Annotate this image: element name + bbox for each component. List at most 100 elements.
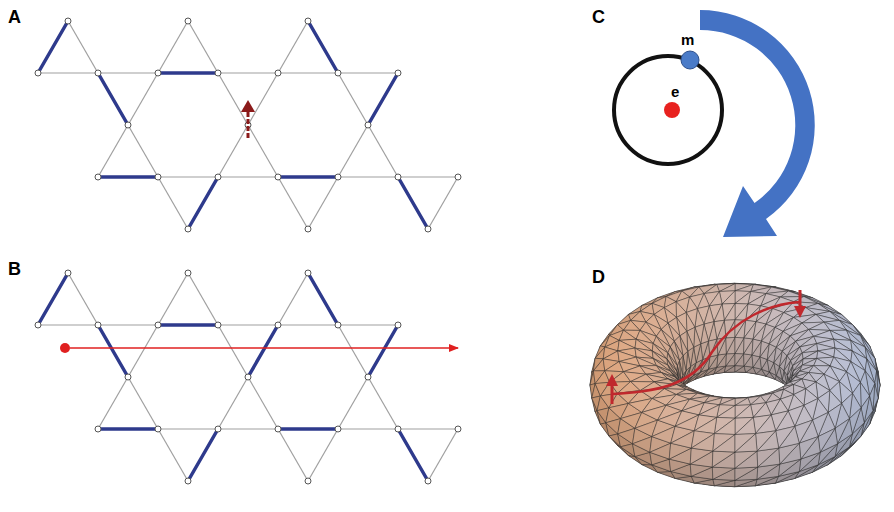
- dimer-bond: [398, 177, 428, 229]
- lattice-bond: [368, 73, 398, 125]
- torus-face: [735, 337, 744, 353]
- torus-face: [719, 284, 735, 292]
- vison-dot: [60, 343, 70, 353]
- torus-face: [735, 451, 757, 468]
- lattice-bond: [338, 324, 398, 325]
- torus-face: [818, 428, 835, 452]
- torus-face: [758, 448, 780, 467]
- torus-face: [714, 418, 735, 434]
- torus-face: [835, 419, 849, 444]
- lattice-bond: [158, 176, 218, 177]
- torus-face: [824, 322, 846, 330]
- torus-face: [619, 330, 636, 340]
- lattice-bond: [68, 21, 98, 73]
- torus-face: [724, 304, 735, 321]
- lattice-bond: [188, 273, 218, 325]
- lattice-site: [275, 426, 281, 432]
- lattice-bond: [338, 73, 368, 125]
- lattice-site: [365, 374, 371, 380]
- lattice-bond: [128, 125, 158, 177]
- lattice-site: [425, 226, 431, 232]
- lattice-site: [185, 478, 191, 484]
- spin-arrow: [611, 384, 614, 404]
- lattice-bond: [398, 429, 428, 481]
- torus-face: [748, 294, 766, 306]
- torus-face: [726, 354, 735, 367]
- torus-face: [735, 451, 758, 468]
- lattice-bond: [248, 325, 278, 377]
- particle-label: m: [681, 32, 694, 47]
- torus-face: [735, 434, 757, 453]
- lattice-site: [185, 226, 191, 232]
- lattice-site: [215, 70, 221, 76]
- torus-face: [712, 451, 735, 467]
- lattice-bond: [128, 325, 158, 377]
- lattice-bond: [98, 73, 128, 125]
- torus-face: [726, 337, 735, 353]
- torus-face: [735, 467, 758, 480]
- dimer-bond: [98, 73, 128, 125]
- lattice-bond: [338, 176, 398, 177]
- lattice-bond: [128, 73, 158, 125]
- lattice-bond: [308, 177, 338, 229]
- lattice-bond: [218, 73, 248, 125]
- panel-letter: B: [8, 260, 21, 278]
- lattice-site: [305, 226, 311, 232]
- torus-face: [717, 406, 735, 419]
- kagome-lattice: [35, 18, 461, 232]
- monopole-dot: [681, 51, 699, 69]
- lattice-site: [35, 70, 41, 76]
- dimer-bond: [38, 273, 68, 325]
- torus-face: [593, 359, 604, 371]
- panel-letter: C: [592, 8, 605, 26]
- lattice-site: [185, 18, 191, 24]
- lattice-bond: [308, 21, 338, 73]
- torus-face: [635, 348, 653, 358]
- lattice-site: [425, 478, 431, 484]
- torus-face: [735, 479, 757, 486]
- lattice-bond: [218, 176, 278, 177]
- lattice-site: [215, 322, 221, 328]
- lattice-bond: [158, 72, 218, 73]
- dimer-bond: [368, 325, 398, 377]
- lattice-site: [95, 174, 101, 180]
- lattice-site: [35, 322, 41, 328]
- lattice-bond: [98, 176, 158, 177]
- torus-face: [618, 428, 635, 444]
- torus-face: [735, 338, 744, 354]
- lattice-bond: [368, 377, 398, 429]
- lattice-site: [335, 426, 341, 432]
- lattice-site: [155, 70, 161, 76]
- lattice-bond: [128, 377, 158, 429]
- lattice-bond: [398, 176, 458, 177]
- torus-face: [802, 314, 824, 323]
- torus-face: [683, 356, 686, 376]
- lattice-bond: [338, 428, 398, 429]
- lattice-bond: [68, 273, 98, 325]
- torus-face: [803, 351, 818, 359]
- lattice-site: [365, 122, 371, 128]
- lattice-bond: [218, 325, 248, 377]
- lattice-bond: [398, 177, 428, 229]
- torus-face: [717, 405, 735, 418]
- dimer-bond: [98, 175, 158, 179]
- lattice-site: [335, 70, 341, 76]
- lattice-bond: [278, 177, 308, 229]
- torus-face: [717, 354, 727, 367]
- torus-face: [735, 284, 753, 291]
- lattice-bond: [218, 377, 248, 429]
- dimer-bond: [38, 21, 68, 73]
- lattice-bond: [248, 73, 278, 125]
- lattice-site: [455, 426, 461, 432]
- lattice-bond: [98, 428, 158, 429]
- torus-face: [704, 306, 714, 324]
- lattice-bond: [98, 324, 158, 325]
- torus-face: [814, 358, 830, 366]
- torus-face: [776, 426, 795, 448]
- torus-face: [712, 467, 735, 479]
- lattice-site: [95, 70, 101, 76]
- torus-face: [717, 284, 735, 292]
- lattice-bond: [248, 377, 278, 429]
- lattice-site: [305, 478, 311, 484]
- dimer-bond: [188, 429, 218, 481]
